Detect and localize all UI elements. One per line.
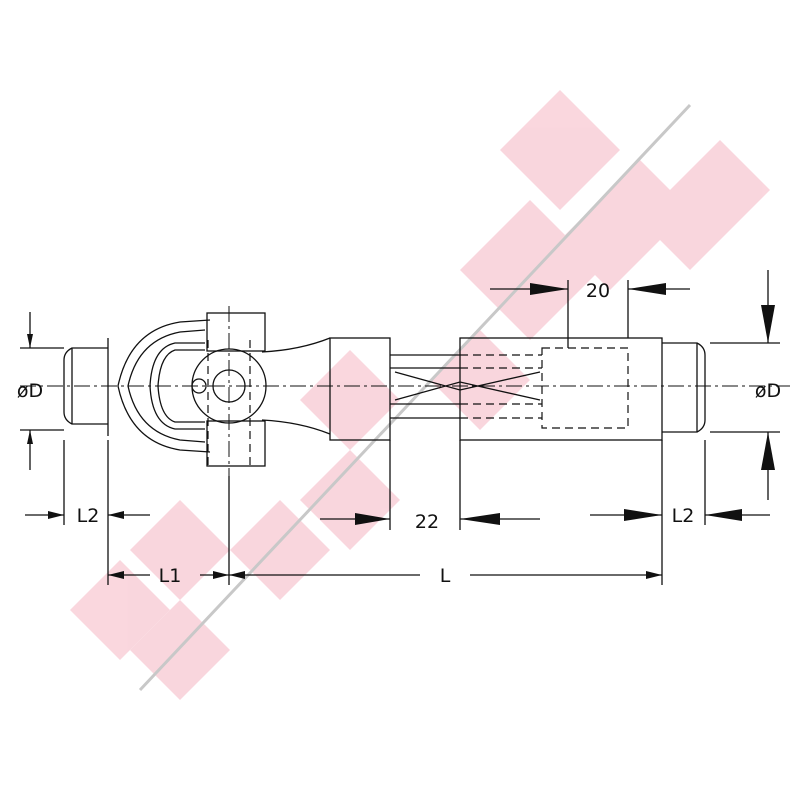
watermark-line bbox=[138, 103, 692, 692]
label-l2-right: L2 bbox=[672, 505, 695, 527]
dimension-labels: øD øD L2 L2 L1 L 22 20 bbox=[17, 280, 781, 587]
label-l: L bbox=[440, 565, 451, 587]
label-diameter-right: øD bbox=[755, 380, 781, 402]
label-l2-left: L2 bbox=[77, 505, 100, 527]
dimension-lines bbox=[20, 270, 780, 585]
label-diameter-left: øD bbox=[17, 380, 43, 402]
watermark-logo bbox=[70, 90, 770, 700]
label-l1: L1 bbox=[159, 565, 182, 587]
shaft-outline bbox=[20, 306, 790, 476]
label-overlap-22: 22 bbox=[415, 511, 439, 533]
label-inner-20: 20 bbox=[586, 280, 610, 302]
